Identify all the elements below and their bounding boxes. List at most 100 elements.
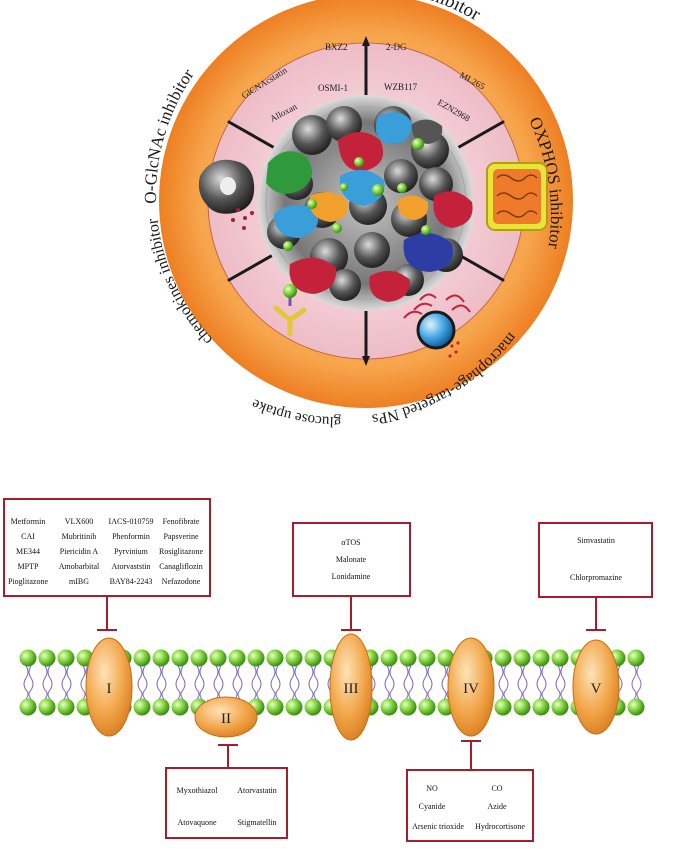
drug-entry: MPTP [18,562,39,571]
lipid-head [418,698,436,716]
lipid-tail [517,665,523,700]
lipid-head [494,698,512,716]
drug-entry: CO [491,784,502,793]
drug-entry: Cyanide [419,802,446,811]
drug-wzb117: WZB117 [384,82,418,92]
lipid-tail [199,665,205,700]
lipid-tail [194,665,200,700]
lipid-head [285,649,303,667]
lipid-tail [142,665,148,700]
lipid-tail [156,665,162,700]
lipid-tail [237,665,243,700]
drug-entry: Atovaquone [177,818,217,827]
drug-entry: IACS-010759 [109,517,154,526]
box-complex-IV [406,769,534,842]
lipid-tail [270,665,276,700]
lipid-tail [503,665,509,700]
drug-entry: Malonate [336,555,367,564]
inhibition-lines [97,596,606,770]
lipid-tail [47,665,53,700]
lipid-head [133,698,151,716]
lipid-tail [536,665,542,700]
drug-entry: BAY84-2243 [110,577,153,586]
complex-I: I [85,637,133,737]
lipid-tail [23,665,29,700]
lipid-tail [555,665,561,700]
lipid-head [304,649,322,667]
lipid-tail [42,665,48,700]
lipid-tail [522,665,528,700]
complex-V: V [572,639,620,735]
drug-entry: Hydrocortisone [475,822,525,831]
lipid-head [19,649,37,667]
lipid-tail [180,665,186,700]
drug-entry: Stigmatellin [237,818,276,827]
lipid-head [152,698,170,716]
lipid-head [171,649,189,667]
lipid-head [133,649,151,667]
lipid-tail [441,665,447,700]
nanoparticle-icon [403,293,471,358]
lipid-tail [232,665,238,700]
box-IV-drugs: NO CO Cyanide Azide Arsenic trioxide Hyd… [412,784,525,831]
lipid-head [152,649,170,667]
lipid-tail [384,665,390,700]
lipid-tail [389,665,395,700]
lipid-tail [275,665,281,700]
drug-entry: Rosiglitazone [159,547,203,556]
drug-entry: CAI [21,532,35,541]
lipid-head [247,649,265,667]
drug-entry: Nefazodone [162,577,201,586]
drug-entry: NO [426,784,438,793]
lipid-tail [308,665,314,700]
drug-entry: Myxothiazol [177,786,219,795]
box-complex-II [165,767,288,839]
drug-entry: Lonidamine [332,572,371,581]
lipid-tail [403,665,409,700]
membrane-diagram: I II III IV V [3,498,653,842]
drug-entry: Atorvaststin [111,562,150,571]
lipid-tail [498,665,504,700]
receptor-icon [273,284,307,337]
lipid-head [38,698,56,716]
lipid-head [380,698,398,716]
lipid-head [190,649,208,667]
complex-III: III [329,633,373,741]
lipid-head [551,698,569,716]
svg-text:I: I [107,681,112,697]
lipid-tail [256,665,262,700]
lipid-head [19,698,37,716]
drug-entry: Atorvastatin [237,786,277,795]
lipid-tail [422,665,428,700]
lipid-tail [636,665,642,700]
svg-text:IV: IV [463,681,479,697]
box-III-drugs: αTOS Malonate Lonidamine [332,538,371,581]
lipid-tail [294,665,300,700]
lipid-head [38,649,56,667]
lipid-head [627,649,645,667]
drug-2dg: 2-DG [386,42,407,52]
lipid-head [285,698,303,716]
drug-osmi: OSMI-1 [318,83,348,93]
lipid-head [266,649,284,667]
lipid-tail [251,665,257,700]
lipid-tail [28,665,34,700]
drug-entry: Phenformin [112,532,150,541]
drug-entry: VLX600 [65,517,93,526]
lipid-tail [313,665,319,700]
lipid-head [532,698,550,716]
lipid-tail [80,665,86,700]
drug-entry: mIBG [69,577,89,586]
lipid-tail [289,665,295,700]
drug-entry: Canagliflozin [159,562,203,571]
lipid-head [380,649,398,667]
lipid-head [532,649,550,667]
box-I-drugs: Metformin VLX600 IACS-010759 Fenofibrate… [8,517,203,586]
lipid-head [304,698,322,716]
lipid-tail [541,665,547,700]
lipid-head [513,698,531,716]
drug-entry: Metformin [11,517,46,526]
drug-entry: Azide [487,802,507,811]
lipid-head [399,698,417,716]
